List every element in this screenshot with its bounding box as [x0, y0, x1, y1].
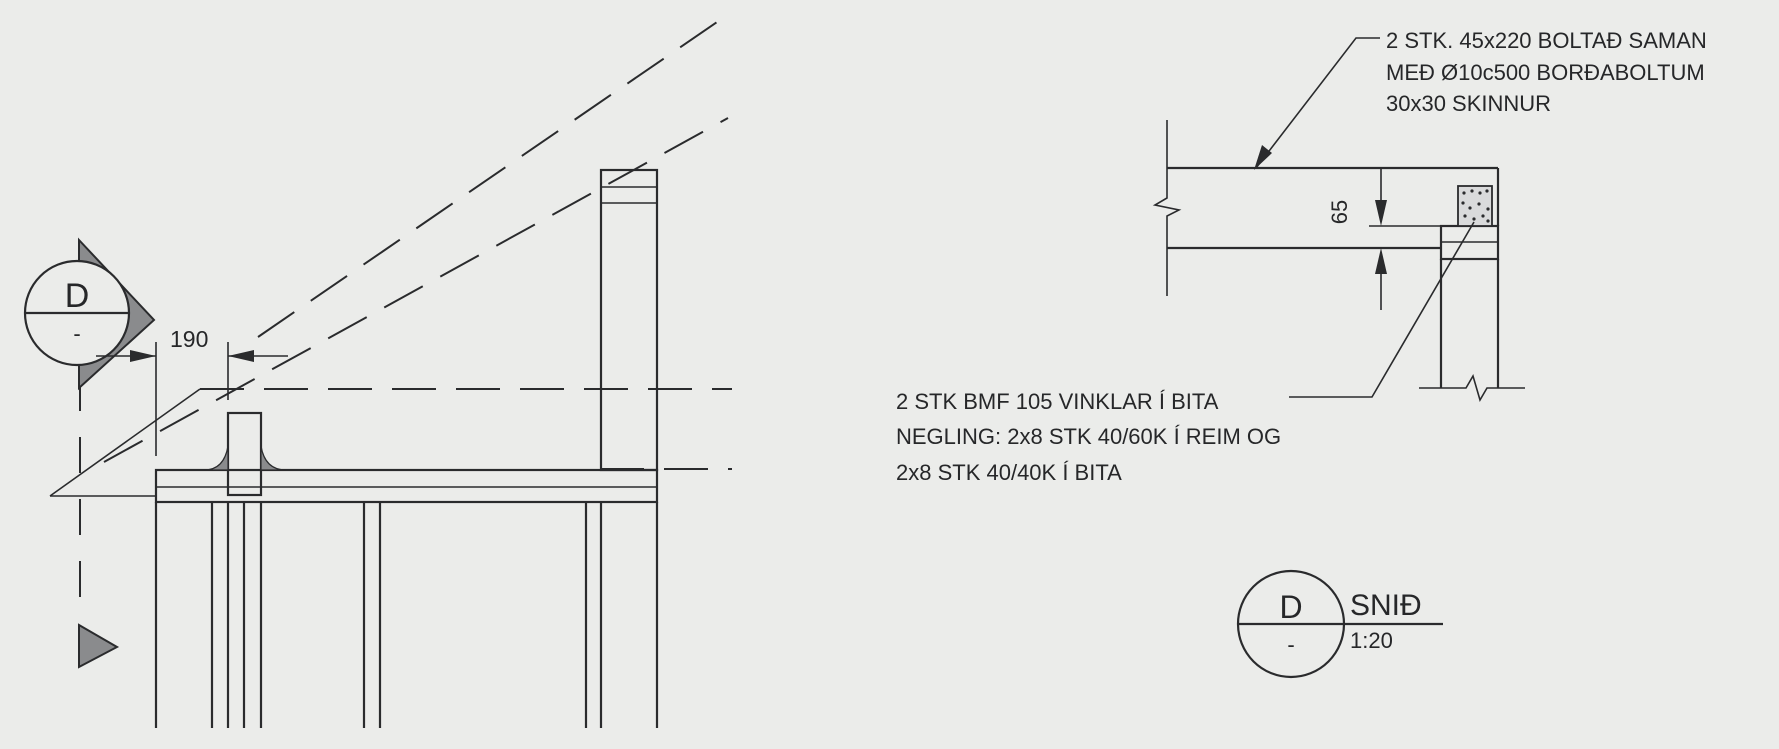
stud [226, 411, 263, 497]
break-line-vertical [1152, 120, 1182, 296]
note-top: 2 STK. 45x220 BOLTAÐ SAMAN MEÐ Ø10c500 B… [1386, 28, 1707, 116]
leaders [1254, 37, 1475, 398]
section-arrow-lower [78, 623, 120, 669]
title-sheet: - [1287, 632, 1294, 657]
section-marker: D - [23, 237, 156, 669]
roof-slope-dashed-line-lower [103, 117, 729, 463]
left-elevation [49, 19, 732, 728]
section-detail: 65 [1152, 120, 1525, 403]
right-post [599, 168, 659, 472]
roof-slope-dashed-line-upper [257, 19, 721, 338]
leader-top [1255, 37, 1380, 169]
section-title-block: D - SNIÐ 1:20 [1236, 569, 1443, 679]
note-top-line-1: 2 STK. 45x220 BOLTAÐ SAMAN [1386, 28, 1707, 53]
dimension-65-arrow-top [1375, 200, 1387, 226]
dimension-190: 190 [96, 326, 288, 456]
note-bottom-line-2: NEGLING: 2x8 STK 40/60K Í REIM OG [896, 424, 1281, 449]
title-scale: 1:20 [1350, 628, 1393, 653]
slope-edge-line [49, 388, 201, 497]
note-bottom-line-3: 2x8 STK 40/40K Í BITA [896, 460, 1122, 485]
dimension-arrow-left [130, 350, 156, 362]
note-top-line-3: 30x30 SKINNUR [1386, 91, 1551, 116]
title-text: SNIÐ [1350, 589, 1422, 622]
section-marker-sheet: - [73, 321, 80, 346]
break-line-horizontal [1419, 373, 1525, 403]
bracket-holes [1461, 189, 1490, 223]
section-marker-letter: D [65, 277, 90, 315]
dimension-label: 190 [170, 326, 208, 352]
note-bottom-line-1: 2 STK BMF 105 VINKLAR Í BITA [896, 389, 1219, 414]
dimension-65-label: 65 [1327, 200, 1352, 224]
title-letter: D [1279, 589, 1302, 625]
dimension-arrow-right [228, 350, 254, 362]
note-bottom: 2 STK BMF 105 VINKLAR Í BITA NEGLING: 2x… [896, 389, 1281, 485]
note-top-line-2: MEÐ Ø10c500 BORÐABOLTUM [1386, 60, 1705, 85]
dimension-65-arrow-bottom [1375, 248, 1387, 274]
horizontal-beam [154, 468, 659, 504]
leader-top-arrow [1254, 145, 1272, 170]
stud-fillet [203, 445, 287, 471]
leader-bottom [1289, 221, 1475, 398]
